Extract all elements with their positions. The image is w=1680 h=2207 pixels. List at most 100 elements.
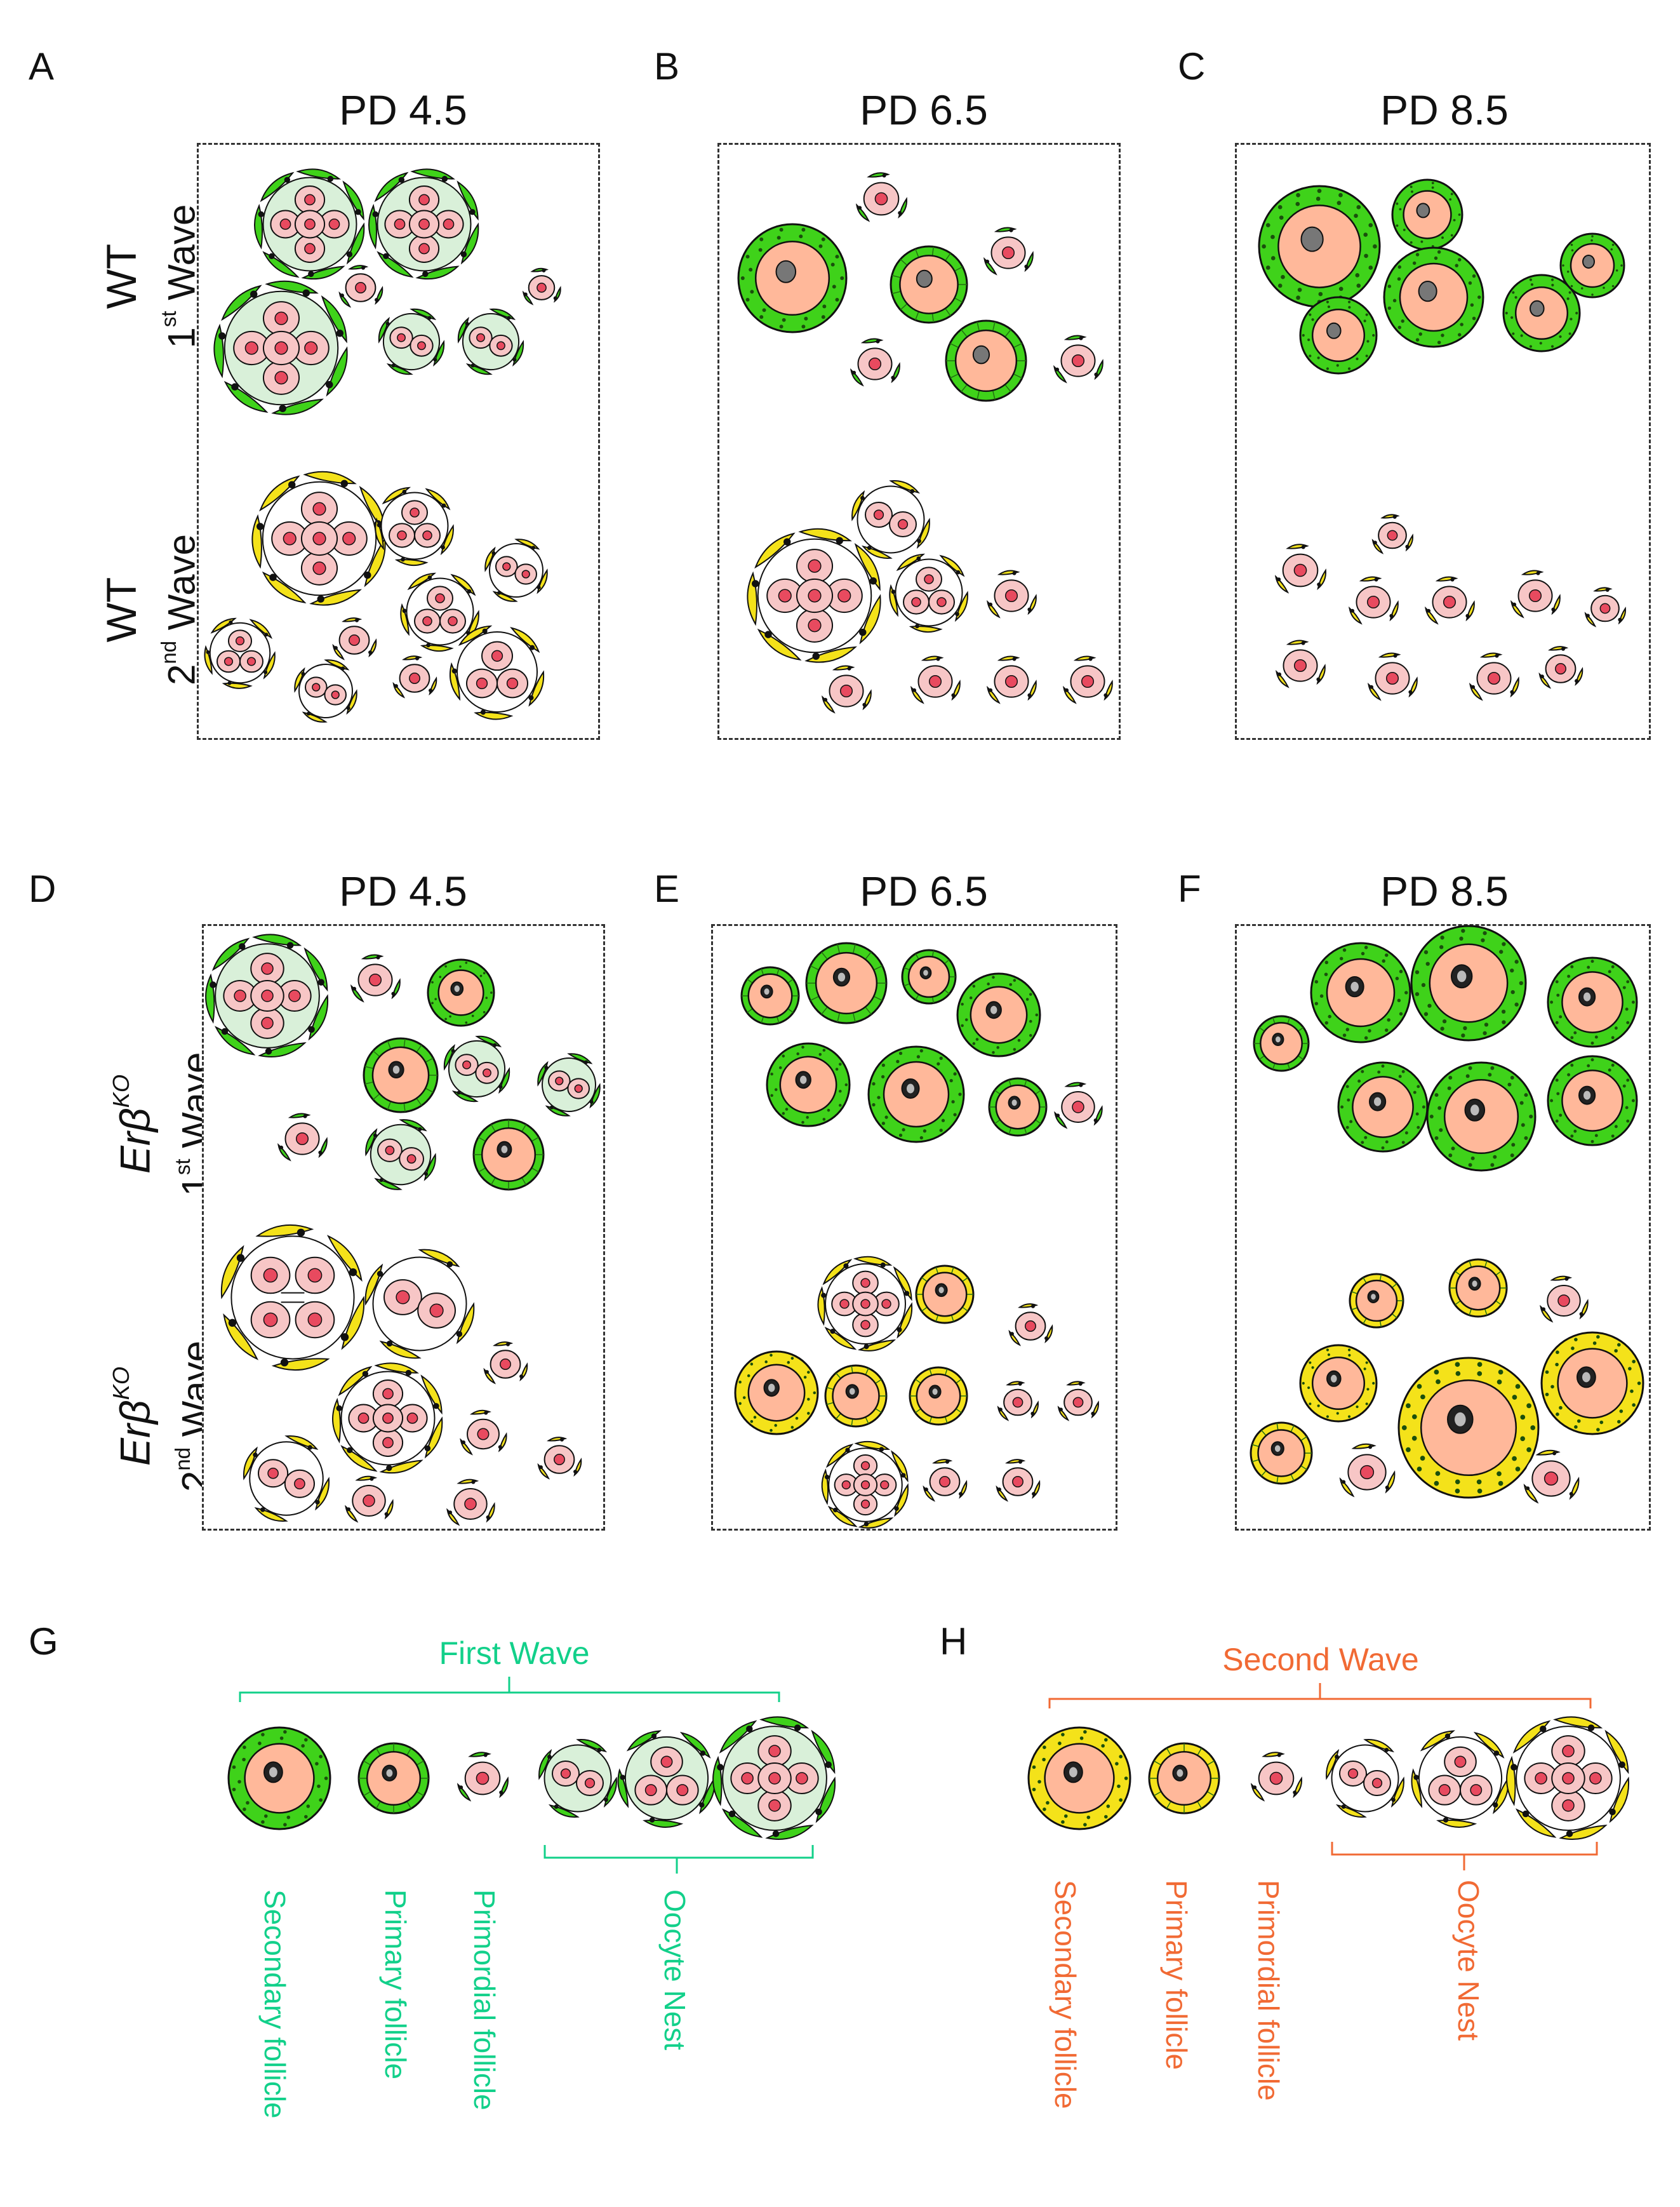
oocyte-nest: [205, 934, 329, 1058]
legend-first-wave-nest-bracket: [543, 1845, 814, 1874]
primordial-follicle: [1008, 1303, 1053, 1348]
panel-letter-g: G: [29, 1620, 58, 1663]
primordial-follicle: [1250, 1752, 1302, 1803]
legend-second-wave-stages: [1027, 1716, 1630, 1841]
secondary-follicle: [1391, 178, 1463, 251]
primordial-follicle: [1349, 576, 1399, 626]
secondary-follicle: [737, 223, 848, 333]
primary-follicle: [740, 966, 800, 1026]
primordial-follicle: [483, 1341, 528, 1386]
oocyte-nest: [889, 553, 968, 633]
primary-follicle: [1148, 1742, 1220, 1815]
legend-first-wave-bracket: [239, 1677, 780, 1702]
primordial-follicle: [1510, 570, 1561, 620]
primary-follicle: [945, 319, 1027, 402]
legend-second-wave-title: Second Wave: [1222, 1642, 1419, 1677]
primordial-follicle: [983, 227, 1034, 277]
legend-h-nest-label: Oocyte Nest: [1452, 1880, 1485, 2041]
oocyte-nest: [817, 1256, 913, 1352]
oocyte-nest: [364, 1249, 475, 1359]
stage-title-b: PD 6.5: [860, 86, 988, 133]
panel-d: [202, 924, 605, 1531]
oocyte-nest: [457, 308, 524, 375]
primordial-follicle: [392, 655, 437, 700]
secondary-follicle: [1540, 1331, 1644, 1435]
primordial-follicle: [855, 172, 907, 224]
panel-letter-e: E: [654, 868, 680, 910]
primordial-follicle: [1276, 640, 1326, 690]
legend-g-primordial-label: Primordial follicle: [468, 1889, 501, 2110]
primordial-follicle: [457, 1752, 509, 1803]
secondary-follicle: [1547, 956, 1638, 1048]
primary-follicle: [909, 1366, 968, 1426]
secondary-follicle: [766, 1042, 851, 1127]
oocyte-nest: [378, 308, 445, 375]
primordial-follicle: [1053, 335, 1103, 385]
primary-follicle: [1448, 1258, 1508, 1318]
secondary-follicle: [1383, 246, 1484, 348]
primordial-follicle: [1425, 576, 1475, 626]
secondary-follicle: [227, 1726, 331, 1830]
panel-c: [1235, 143, 1651, 740]
primordial-follicle: [1057, 1381, 1099, 1423]
oocyte-nest: [712, 1716, 836, 1841]
stage-title-a: PD 4.5: [339, 86, 467, 133]
legend-h-secondary-label: Secondary follicle: [1049, 1880, 1082, 2109]
secondary-follicle: [427, 958, 495, 1027]
stage-title-e: PD 6.5: [860, 868, 988, 915]
primordial-follicle: [1274, 544, 1326, 595]
panel-letter-h: H: [940, 1620, 968, 1663]
legend-second-wave-bracket: [1048, 1683, 1592, 1708]
secondary-follicle: [867, 1045, 965, 1143]
oocyte-nest: [747, 528, 881, 663]
secondary-follicle: [1397, 1357, 1540, 1499]
oocyte-nest: [484, 539, 548, 602]
legend-g-secondary-label: Secondary follicle: [258, 1889, 291, 2119]
primordial-follicle: [1339, 1443, 1396, 1499]
primordial-follicle: [822, 665, 872, 715]
legend-first-wave-title: First Wave: [439, 1635, 590, 1671]
primordial-follicle: [1368, 652, 1418, 702]
oocyte-nest: [368, 168, 479, 280]
primordial-follicle: [987, 655, 1037, 706]
stage-title-d: PD 4.5: [339, 868, 467, 915]
secondary-follicle: [1426, 1061, 1537, 1172]
secondary-follicle: [1337, 1061, 1429, 1153]
primordial-follicle: [1540, 1275, 1589, 1324]
primary-follicle: [1253, 1015, 1310, 1072]
panel-a: [197, 143, 600, 740]
secondary-follicle: [1299, 1344, 1378, 1423]
primordial-follicle: [1469, 652, 1519, 702]
primordial-follicle: [1054, 1082, 1103, 1130]
primary-follicle: [1250, 1421, 1313, 1485]
panel-letter-a: A: [29, 45, 55, 88]
legend-g-nest-label: Oocyte Nest: [658, 1889, 691, 2051]
panel-b: [717, 143, 1121, 740]
legend-h-primary-label: Primary follicle: [1160, 1880, 1193, 2070]
panel-letter-d: D: [29, 868, 57, 910]
primordial-follicle: [987, 570, 1037, 620]
primordial-follicle: [997, 1381, 1039, 1423]
legend-second-wave-nest-bracket: [1331, 1842, 1598, 1870]
oocyte-nest: [443, 1035, 510, 1103]
panel-letter-f: F: [1178, 868, 1201, 910]
panel-letter-c: C: [1178, 45, 1206, 88]
primary-follicle: [988, 1077, 1048, 1137]
secondary-follicle: [1258, 185, 1381, 308]
primordial-follicle: [923, 1459, 968, 1503]
primary-follicle: [824, 1364, 888, 1428]
primary-follicle: [901, 949, 957, 1005]
oocyte-nest: [449, 625, 545, 720]
stage-title-f: PD 8.5: [1380, 868, 1509, 915]
oocyte-nest: [821, 1440, 909, 1529]
secondary-follicle: [1547, 1055, 1638, 1146]
oocyte-nest: [375, 486, 454, 567]
primary-follicle: [915, 1264, 975, 1324]
primordial-follicle: [537, 1437, 582, 1481]
oocyte-nest: [1326, 1739, 1404, 1818]
panel-letter-b: B: [654, 45, 680, 88]
oocyte-nest: [365, 1119, 436, 1190]
legend-g-primary-label: Primary follicle: [379, 1889, 412, 2080]
oocyte-nest: [851, 480, 930, 559]
panel-f: [1235, 924, 1651, 1531]
